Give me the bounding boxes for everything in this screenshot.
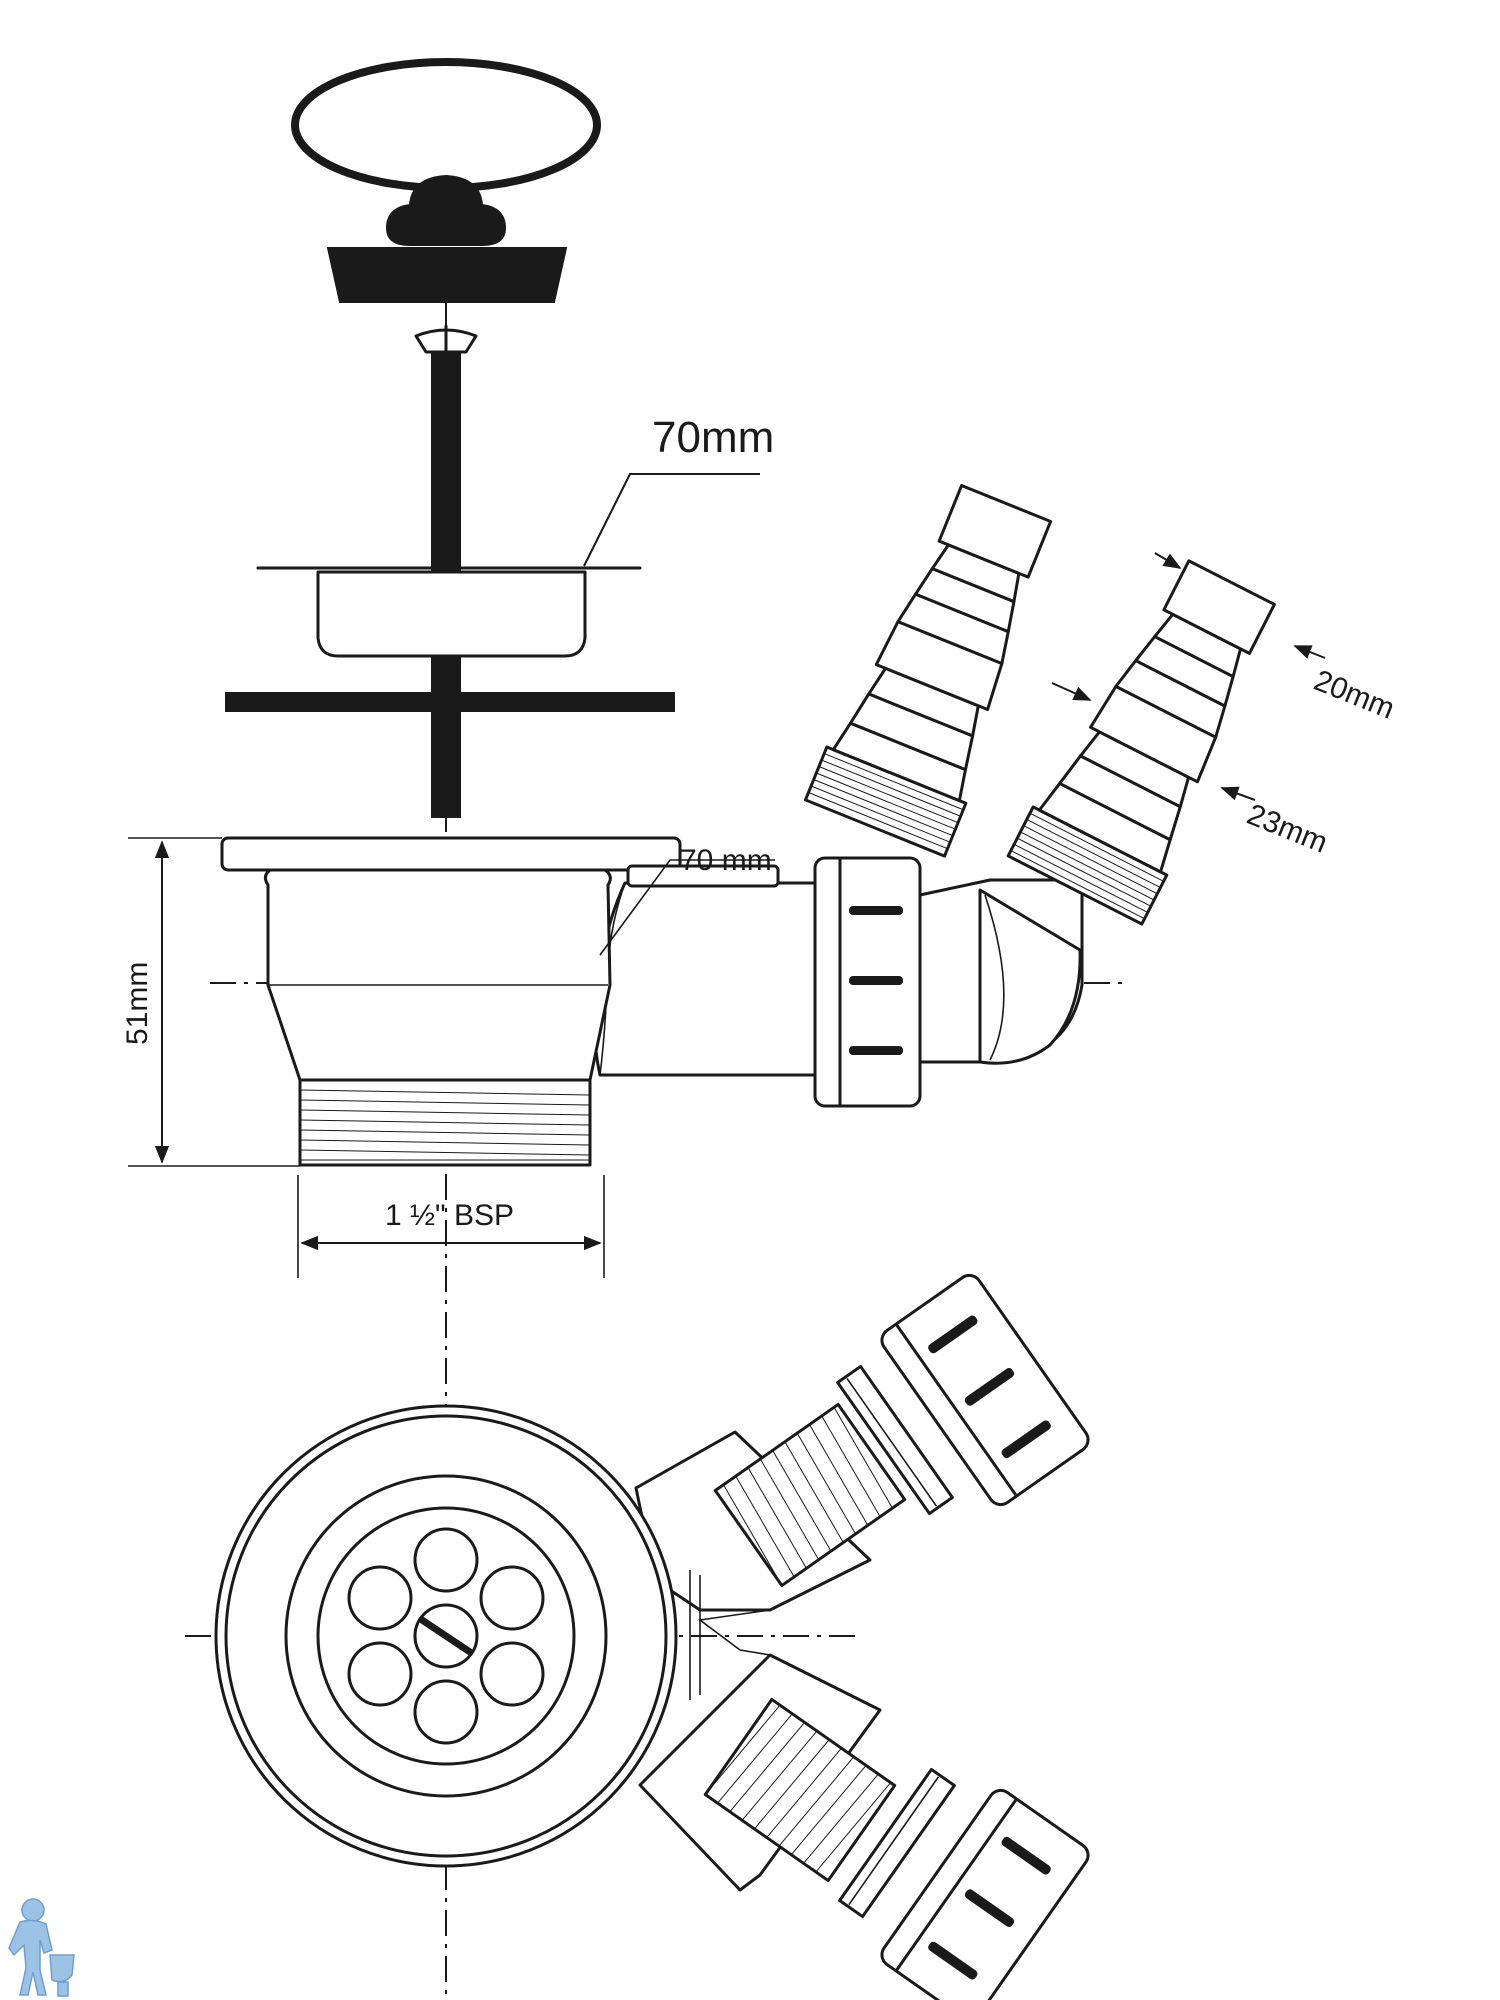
label-70mm-side: 70 mm xyxy=(680,844,772,877)
compression-nut-side xyxy=(813,856,922,1108)
rubber-plug xyxy=(326,247,568,303)
nut-top-upper xyxy=(880,1273,1090,1507)
label-bsp: 1 ½" BSP xyxy=(385,1199,514,1232)
nut-top-lower xyxy=(880,1788,1090,2000)
top-flange xyxy=(220,836,682,872)
dimension-51mm: 51mm xyxy=(121,837,300,1167)
top-thread-lower xyxy=(703,1697,897,1883)
top-thread-upper xyxy=(713,1402,907,1588)
waste-body xyxy=(220,836,780,1167)
label-70mm: 70mm xyxy=(652,413,774,462)
hose-tail-right xyxy=(1006,559,1276,926)
washer-lower xyxy=(838,1767,956,1919)
label-23mm: 23mm xyxy=(1242,798,1332,860)
strainer-basket xyxy=(256,566,642,658)
dimension-bsp: 1 ½" BSP xyxy=(297,1175,605,1278)
hose-tail-left xyxy=(803,484,1053,858)
side-outlet-pipe xyxy=(592,881,817,1077)
elbow-fitting xyxy=(918,878,1084,1065)
label-20mm: 20mm xyxy=(1309,664,1399,726)
top-view-strainer xyxy=(214,1404,701,1868)
plumber-figure-icon xyxy=(8,1898,75,1997)
plug-knob xyxy=(385,174,507,246)
pull-ring xyxy=(291,58,601,192)
washer-upper xyxy=(836,1364,954,1516)
dimension-70mm-top: 70mm xyxy=(583,413,774,567)
dimension-70mm-side: 70 mm xyxy=(599,844,775,956)
washer xyxy=(225,692,675,712)
plug-assembly xyxy=(291,58,601,303)
label-51mm: 51mm xyxy=(121,962,154,1045)
